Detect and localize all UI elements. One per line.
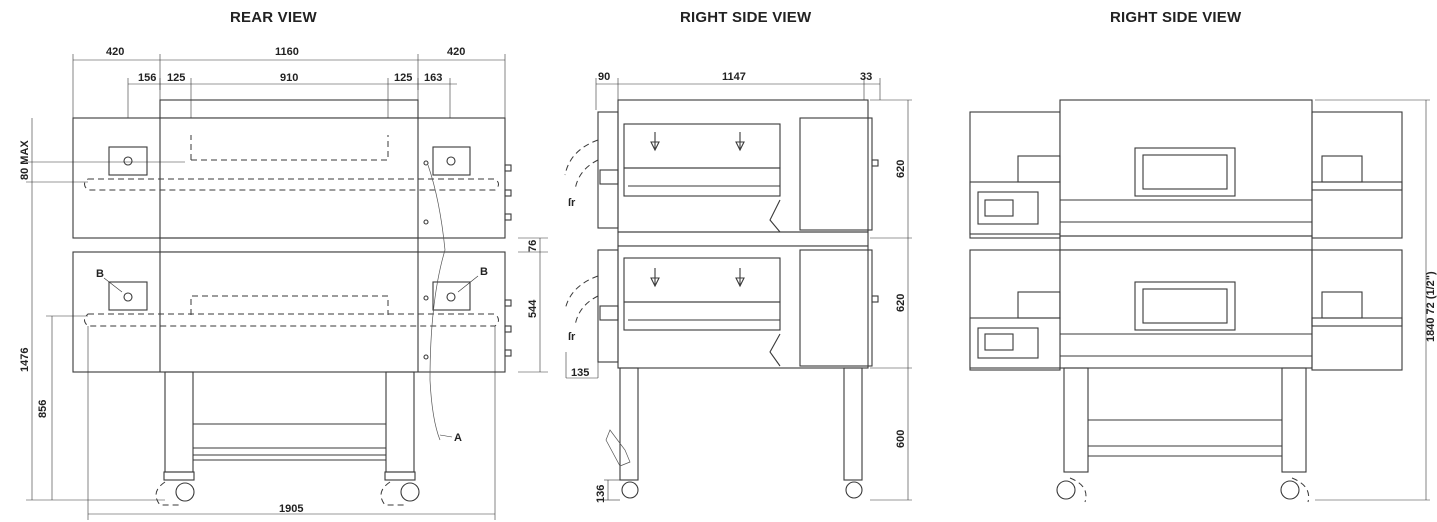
side-dim-620-bottom: 620 (895, 294, 907, 312)
rear-dim-910: 910 (280, 72, 298, 84)
side-dim-135: 135 (571, 367, 589, 379)
side-text-sticker-bottom: ſr (568, 331, 576, 343)
side-dim-620-top: 620 (895, 160, 907, 178)
rear-dim-420-right: 420 (447, 46, 465, 58)
side-text-sticker-top: ſr (568, 197, 576, 209)
rear-dim-125-left: 125 (167, 72, 185, 84)
rear-callout-a: A (454, 432, 462, 444)
side-view-drawing: 90 1147 33 ſr ſr (564, 71, 912, 503)
rear-dim-163: 163 (424, 72, 442, 84)
rear-dim-76: 76 (527, 240, 539, 252)
right-side-view-title-2: RIGHT SIDE VIEW (1110, 9, 1242, 26)
rear-dim-80-max: 80 MAX (19, 140, 31, 180)
side-view-2-drawing: 1840 72 (1/2") (969, 99, 1437, 503)
rear-dim-1160: 1160 (275, 46, 299, 58)
rear-dim-1905: 1905 (279, 503, 303, 515)
rear-dim-856: 856 (37, 400, 49, 418)
rear-callout-b-left: B (96, 268, 104, 280)
rear-callout-b-right: B (480, 266, 488, 278)
side-dim-600: 600 (895, 430, 907, 448)
rear-view-title: REAR VIEW (230, 9, 317, 26)
side-dim-33: 33 (860, 71, 872, 83)
side2-dim-height: 1840 72 (1/2") (1425, 271, 1437, 342)
rear-dim-1476: 1476 (19, 348, 31, 372)
side-dim-136: 136 (595, 485, 607, 503)
side-dim-1147: 1147 (722, 71, 746, 83)
rear-dim-544: 544 (527, 299, 539, 318)
rear-dim-156: 156 (138, 72, 156, 84)
rear-dim-125-right: 125 (394, 72, 412, 84)
rear-view-drawing: 420 1160 420 156 125 910 125 163 (19, 46, 548, 520)
rear-dim-420-left: 420 (106, 46, 124, 58)
right-side-view-title: RIGHT SIDE VIEW (680, 9, 812, 26)
side-dim-90: 90 (598, 71, 610, 83)
